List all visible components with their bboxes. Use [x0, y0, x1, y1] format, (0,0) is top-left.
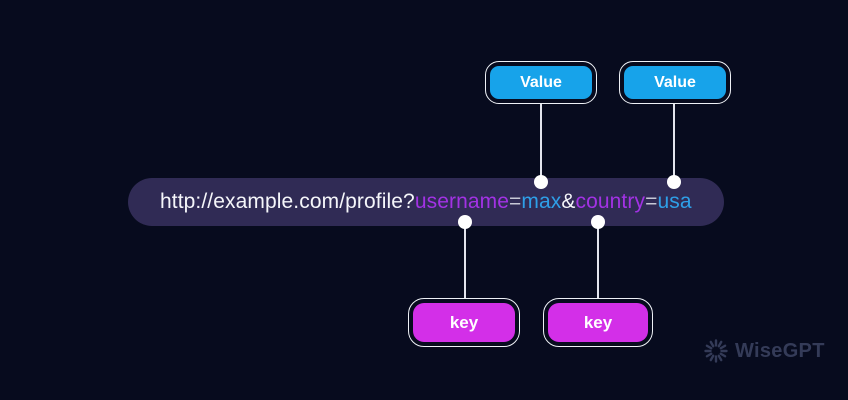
key-badge-2-label: key [548, 303, 648, 342]
url-segment-key-2: country [575, 190, 646, 213]
url-segment-equals-2: = [645, 190, 658, 213]
key-badge-2: key [543, 298, 653, 347]
key-badge-1-label: key [413, 303, 515, 342]
url-bar: http://example.com/profile?username=max&… [128, 178, 724, 226]
url-text: http://example.com/profile?username=max&… [160, 190, 692, 214]
connector-dot-key-2 [591, 215, 605, 229]
connector-line-value-1 [540, 103, 542, 182]
url-segment-key-1: username [414, 190, 510, 213]
connector-dot-key-1 [458, 215, 472, 229]
connector-dot-value-2 [667, 175, 681, 189]
connector-line-value-2 [673, 103, 675, 182]
wisegpt-wordmark: WiseGPT [735, 339, 825, 362]
connector-line-key-2 [597, 222, 599, 298]
connector-line-key-1 [464, 222, 466, 298]
wisegpt-logo-icon [703, 338, 729, 364]
url-segment-value-2: usa [657, 190, 692, 213]
url-segment-value-1: max [521, 190, 562, 213]
url-segment-base: http://example.com/profile? [160, 190, 415, 213]
url-segment-equals-1: = [509, 190, 522, 213]
key-badge-1: key [408, 298, 520, 347]
url-segment-ampersand: & [561, 190, 576, 213]
value-badge-1: Value [485, 61, 597, 104]
connector-dot-value-1 [534, 175, 548, 189]
value-badge-1-label: Value [490, 66, 592, 99]
wisegpt-watermark: WiseGPT [703, 338, 825, 364]
value-badge-2-label: Value [624, 66, 726, 99]
value-badge-2: Value [619, 61, 731, 104]
